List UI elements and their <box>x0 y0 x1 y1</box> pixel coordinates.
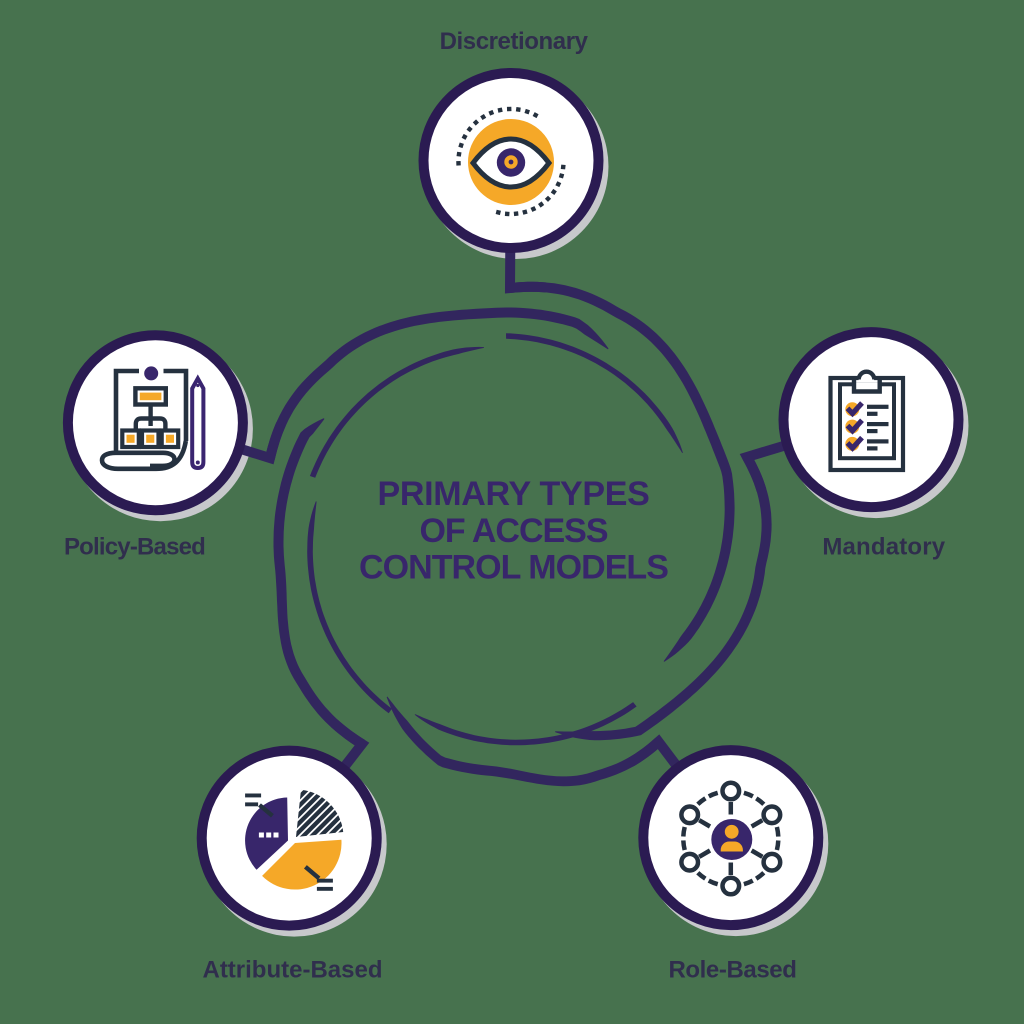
svg-text:Discretionary: Discretionary <box>440 28 589 55</box>
svg-text:Mandatory: Mandatory <box>822 534 945 561</box>
svg-text:Policy-Based: Policy-Based <box>64 534 205 561</box>
svg-text:Role-Based: Role-Based <box>668 957 796 984</box>
svg-text:Attribute-Based: Attribute-Based <box>202 957 382 984</box>
svg-text:PRIMARY TYPES: PRIMARY TYPES <box>377 475 649 513</box>
svg-text:OF ACCESS: OF ACCESS <box>419 512 607 550</box>
svg-text:CONTROL MODELS: CONTROL MODELS <box>359 549 668 587</box>
